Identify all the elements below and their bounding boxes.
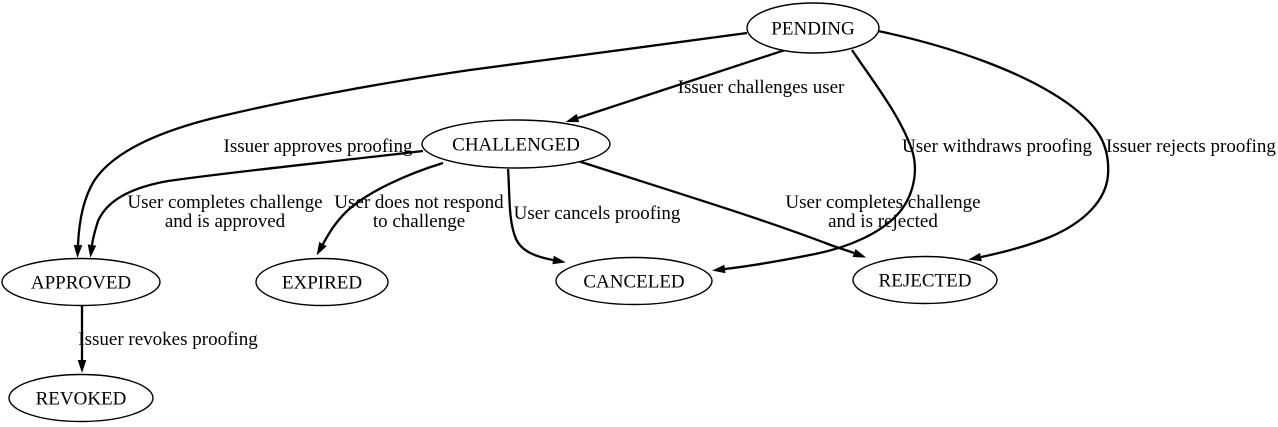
edge-label-challenged-to-rejected-line-2: and is rejected xyxy=(828,211,938,232)
edge-pending-to-canceled xyxy=(712,49,916,274)
edge-label-challenged-to-approved-line-1: User completes challenge xyxy=(127,192,322,213)
edge-label-challenged-to-canceled-line-1: User cancels proofing xyxy=(514,203,681,224)
edge-label-challenged-to-expired-line-2: to challenge xyxy=(373,211,465,232)
state-node-canceled: CANCELED xyxy=(555,256,713,306)
edge-challenged-to-approved xyxy=(87,149,424,258)
state-node-canceled-label: CANCELED xyxy=(583,272,684,293)
edge-challenged-to-expired xyxy=(316,161,444,256)
state-node-challenged-label: CHALLENGED xyxy=(452,135,580,156)
state-node-revoked-label: REVOKED xyxy=(36,389,127,410)
state-node-expired-ellipse xyxy=(255,257,389,307)
edge-pending-to-approved xyxy=(73,31,748,258)
edge-label-approved-to-revoked-line-1: Issuer revokes proofing xyxy=(78,329,258,350)
state-node-expired: EXPIRED xyxy=(255,257,389,307)
state-node-revoked: REVOKED xyxy=(8,373,154,423)
state-node-approved-ellipse xyxy=(1,257,161,307)
edge-label-pending-to-rejected-line-1: Issuer rejects proofing xyxy=(1106,136,1276,157)
state-node-canceled-ellipse xyxy=(555,256,713,306)
edge-pending-to-challenged xyxy=(565,47,789,123)
state-node-challenged: CHALLENGED xyxy=(421,119,611,169)
edge-label-pending-to-canceled-line-1: User withdraws proofing xyxy=(902,136,1092,157)
edge-label-challenged-to-expired-line-1: User does not respond xyxy=(334,192,504,213)
state-node-revoked-ellipse xyxy=(8,373,154,423)
state-node-pending-ellipse xyxy=(746,2,880,54)
edge-challenged-to-canceled xyxy=(506,168,566,265)
edges-layer xyxy=(73,29,1110,373)
state-node-approved: APPROVED xyxy=(1,257,161,307)
state-node-challenged-ellipse xyxy=(421,119,611,169)
state-node-rejected: REJECTED xyxy=(852,255,998,305)
state-node-approved-label: APPROVED xyxy=(31,273,131,294)
edge-label-challenged-to-approved-line-2: and is approved xyxy=(165,211,286,232)
edge-pending-to-rejected xyxy=(877,29,1110,262)
state-node-rejected-ellipse xyxy=(852,255,998,305)
state-node-pending: PENDING xyxy=(746,2,880,54)
state-node-expired-label: EXPIRED xyxy=(282,273,362,294)
edge-label-pending-to-approved-line-1: Issuer approves proofing xyxy=(224,136,413,157)
state-node-rejected-label: REJECTED xyxy=(879,271,972,292)
edge-label-pending-to-challenged-line-1: Issuer challenges user xyxy=(678,77,845,98)
nodes-layer: PENDING CHALLENGED APPROVED EXPIRED CANCELED… xyxy=(1,2,998,423)
state-node-pending-label: PENDING xyxy=(771,19,855,40)
edge-label-challenged-to-rejected-line-1: User completes challenge xyxy=(785,192,980,213)
edge-challenged-to-rejected xyxy=(577,159,867,258)
